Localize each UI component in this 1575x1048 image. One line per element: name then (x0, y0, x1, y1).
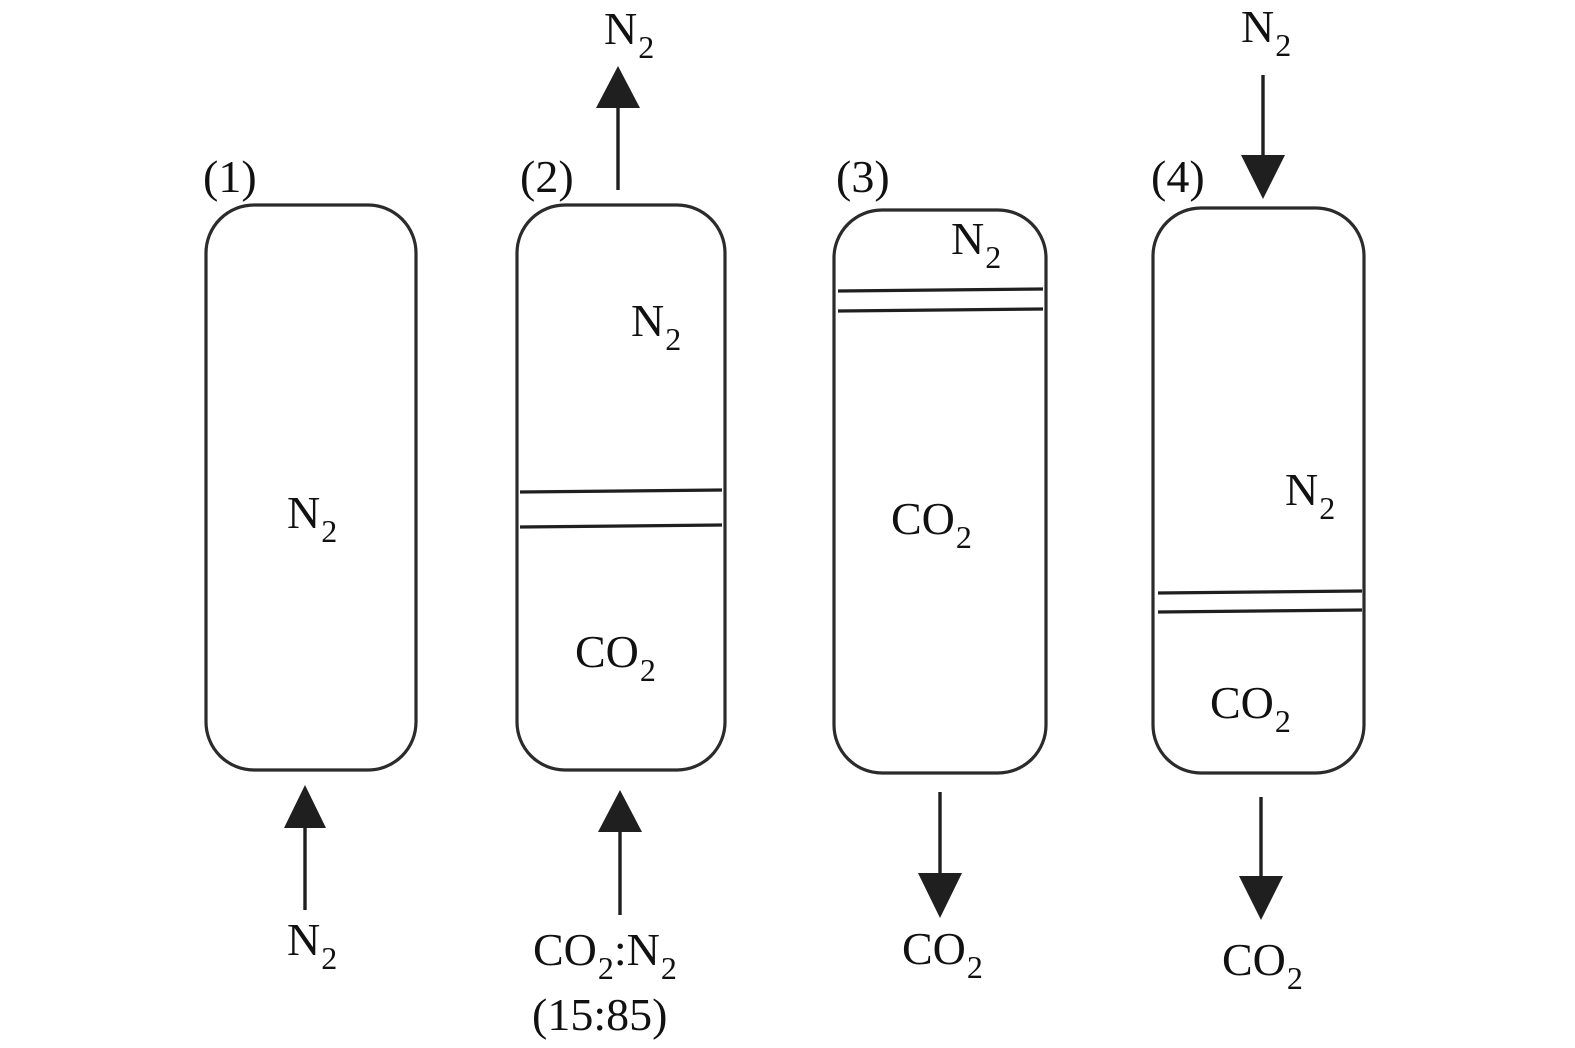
step-label-4: (4) (1151, 151, 1205, 202)
column-4-co2-label: CO2 (1210, 677, 1291, 739)
outlet-arrowhead-4 (1239, 876, 1283, 920)
front-line-upper-4 (1157, 589, 1363, 595)
step-label-2: (2) (520, 151, 574, 202)
column-4-product-label: CO2 (1222, 934, 1303, 996)
column-2-feed-label: CO2:N2 (533, 924, 677, 986)
column-4: (4) N2 CO2 N2 CO2 (1151, 1, 1366, 996)
column-3-product-label: CO2 (902, 923, 983, 985)
column-2-co2-label: CO2 (575, 626, 656, 688)
adsorption-column-4 (1151, 206, 1366, 775)
front-line-lower-2 (519, 523, 723, 529)
column-2-feed-ratio: (15:85) (532, 989, 667, 1040)
front-line-upper-2 (519, 488, 723, 494)
outlet-arrowhead-3 (918, 873, 962, 918)
inlet-arrowhead-2 (598, 790, 642, 832)
column-3: (3) N2 CO2 CO2 (832, 151, 1048, 985)
column-4-n2-label: N2 (1285, 464, 1335, 526)
column-1-feed-label: N2 (287, 914, 337, 976)
column-2-product-label: N2 (604, 3, 654, 65)
column-1: (1) N2 N2 (203, 151, 418, 976)
column-2-n2-label: N2 (631, 295, 681, 357)
column-1-n2-label: N2 (287, 487, 337, 549)
front-line-upper-3 (837, 287, 1044, 293)
inlet-arrowhead-1 (284, 785, 326, 828)
step-label-1: (1) (203, 151, 257, 202)
adsorption-column-1 (204, 203, 418, 772)
step-label-3: (3) (836, 151, 890, 202)
outlet-arrowhead-2 (596, 66, 640, 108)
adsorption-column-2 (515, 203, 727, 772)
column-4-purge-label: N2 (1241, 1, 1291, 63)
adsorption-column-3 (832, 208, 1048, 775)
front-line-lower-4 (1157, 608, 1363, 614)
inlet-arrowhead-4 (1241, 155, 1285, 199)
column-3-n2-label: N2 (951, 213, 1001, 275)
front-line-lower-3 (837, 307, 1044, 313)
column-3-co2-label: CO2 (891, 493, 972, 555)
column-2: (2) N2 CO2 N2 CO2:N2 (15:85) (515, 3, 727, 1040)
